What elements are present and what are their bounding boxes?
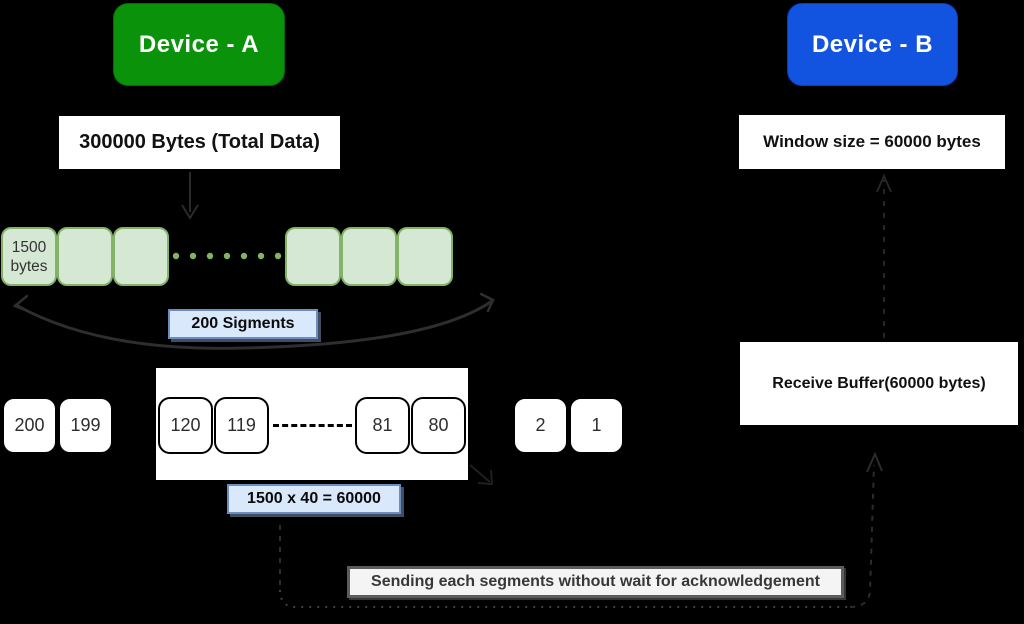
segment-number: 120 — [170, 415, 201, 435]
data-segment-first: 1500 bytes — [1, 227, 57, 286]
data-segment — [113, 227, 169, 286]
segment-box-200: 200 — [2, 397, 57, 454]
segment-number: 200 — [14, 415, 45, 435]
sending-note-label: Sending each segments without wait for a… — [371, 573, 820, 590]
data-segment — [397, 227, 453, 286]
device-b-node: Device - B — [787, 3, 958, 86]
segment-box-199: 199 — [58, 397, 113, 454]
arrow-buffer-to-windowsize — [876, 173, 892, 338]
data-segment — [285, 227, 341, 286]
segment-number: 80 — [428, 415, 449, 435]
window-size-label: Window size = 60000 bytes — [763, 132, 981, 151]
window-calc-badge: 1500 x 40 = 60000 — [227, 484, 401, 514]
segment-box-1: 1 — [569, 397, 624, 454]
segment-size-line2: bytes — [10, 257, 48, 275]
sending-note-box: Sending each segments without wait for a… — [347, 566, 844, 598]
segment-size-label: 1500 bytes — [10, 238, 47, 276]
segment-box-80: 80 — [411, 397, 466, 454]
segment-box-119: 119 — [214, 397, 269, 454]
total-data-label: 300000 Bytes (Total Data) — [79, 131, 320, 153]
receive-buffer-label: Receive Buffer(60000 bytes) — [772, 374, 986, 392]
segment-number: 81 — [372, 415, 393, 435]
segment-row-dots — [172, 252, 282, 260]
segments-count-label: 200 Sigments — [191, 315, 295, 332]
window-ellipsis-dashes — [273, 424, 352, 427]
arrow-totaldata-to-segments — [181, 172, 199, 220]
segment-number: 2 — [535, 415, 546, 435]
window-calc-label: 1500 x 40 = 60000 — [247, 490, 381, 507]
segments-count-badge: 200 Sigments — [168, 309, 318, 339]
window-size-box: Window size = 60000 bytes — [739, 115, 1005, 169]
data-segment — [341, 227, 397, 286]
segment-size-line1: 1500 — [11, 238, 47, 256]
device-b-label: Device - B — [811, 30, 934, 58]
segment-box-81: 81 — [355, 397, 410, 454]
total-data-box: 300000 Bytes (Total Data) — [59, 116, 340, 169]
segment-number: 119 — [227, 415, 256, 435]
device-a-label: Device - A — [138, 30, 260, 58]
device-a-node: Device - A — [113, 3, 285, 86]
arrow-window-rect-tail — [469, 464, 494, 486]
receive-buffer-box: Receive Buffer(60000 bytes) — [740, 342, 1018, 425]
segment-box-120: 120 — [158, 397, 213, 454]
segment-number: 199 — [70, 415, 101, 435]
segment-number: 1 — [591, 415, 602, 435]
data-segment — [57, 227, 113, 286]
segment-box-2: 2 — [513, 397, 568, 454]
